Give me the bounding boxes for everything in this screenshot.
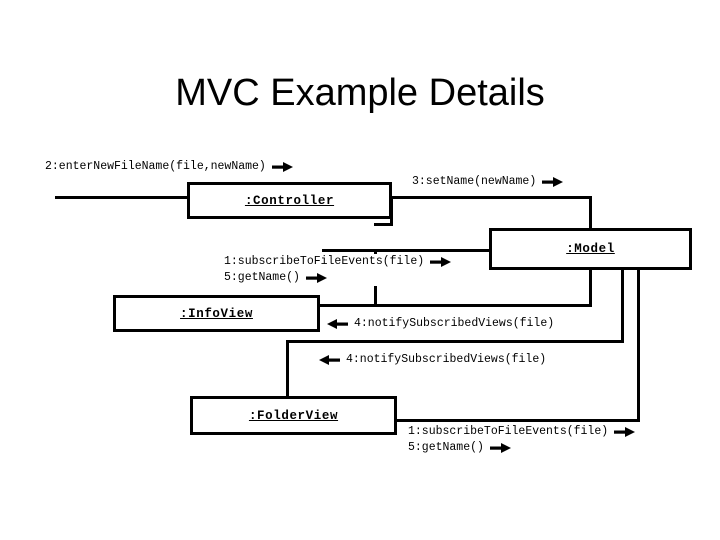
arrow-right-icon (489, 442, 512, 454)
link-folderview-to-model-horizontal (398, 419, 640, 422)
link-infoview-top-join (322, 249, 377, 252)
link-infoview-to-model (374, 249, 492, 252)
message-notify-infoview-text: 4:notifySubscribedViews(file) (354, 317, 555, 330)
arrow-right-icon (542, 176, 564, 188)
link-actor-to-controller (55, 196, 189, 199)
object-infoview-label: :InfoView (180, 306, 253, 321)
object-folderview-label: :FolderView (248, 408, 339, 423)
link-controller-to-model-horizontal (390, 196, 592, 199)
arrow-right-icon (614, 426, 636, 438)
message-subscribe-folderview: 1:subscribeToFileEvents(file) (408, 424, 636, 440)
message-set-name-text: 3:setName(newName) (412, 175, 537, 188)
message-enter-new-file-name: 2:enterNewFileName(file,newName) (45, 159, 294, 175)
object-folderview[interactable]: :FolderView (190, 396, 397, 435)
arrow-right-icon (271, 161, 294, 173)
message-getname-folderview: 5:getName() (408, 440, 512, 456)
link-model-notify-folderview-vertical (621, 268, 624, 342)
object-controller-label: :Controller (244, 193, 335, 208)
page-title: MVC Example Details (175, 72, 545, 114)
link-controller-to-model-vertical (589, 196, 592, 230)
object-controller[interactable]: :Controller (187, 182, 392, 219)
link-model-notify-infoview-horizontal (320, 304, 592, 307)
link-model-notify-infoview-vertical (589, 268, 592, 306)
message-enter-new-file-name-text: 2:enterNewFileName(file,newName) (45, 160, 266, 173)
arrow-left-icon (326, 318, 348, 330)
message-subscribe-infoview: 1:subscribeToFileEvents(file) (224, 254, 452, 270)
message-subscribe-folderview-text: 1:subscribeToFileEvents(file) (408, 425, 609, 438)
message-set-name: 3:setName(newName) (412, 174, 565, 190)
link-model-notify-folderview-horizontal (286, 340, 624, 343)
arrow-right-icon (305, 272, 328, 284)
object-model-label: :Model (566, 242, 615, 256)
object-infoview[interactable]: :InfoView (113, 295, 320, 332)
message-getname-folderview-text: 5:getName() (408, 441, 484, 454)
message-getname-infoview-text: 5:getName() (224, 271, 300, 284)
link-folderview-to-model-vertical (637, 268, 640, 422)
arrow-left-icon (318, 354, 340, 366)
message-notify-folderview-text: 4:notifySubscribedViews(file) (346, 353, 547, 366)
message-subscribe-infoview-text: 1:subscribeToFileEvents(file) (224, 255, 425, 268)
link-folderview-right-stub (395, 419, 415, 422)
object-model[interactable]: :Model (489, 228, 692, 270)
message-getname-infoview: 5:getName() (224, 270, 328, 286)
message-group-infoview-requests: 1:subscribeToFileEvents(file) 5:getName(… (224, 254, 453, 286)
message-notify-folderview: 4:notifySubscribedViews(file) (318, 352, 547, 368)
link-controller-left-drop-base (374, 223, 393, 226)
link-folderview-riser (286, 340, 289, 397)
message-notify-infoview: 4:notifySubscribedViews(file) (326, 316, 555, 332)
arrow-right-icon (430, 256, 452, 268)
message-group-folderview-requests: 1:subscribeToFileEvents(file) 5:getName(… (408, 424, 637, 456)
